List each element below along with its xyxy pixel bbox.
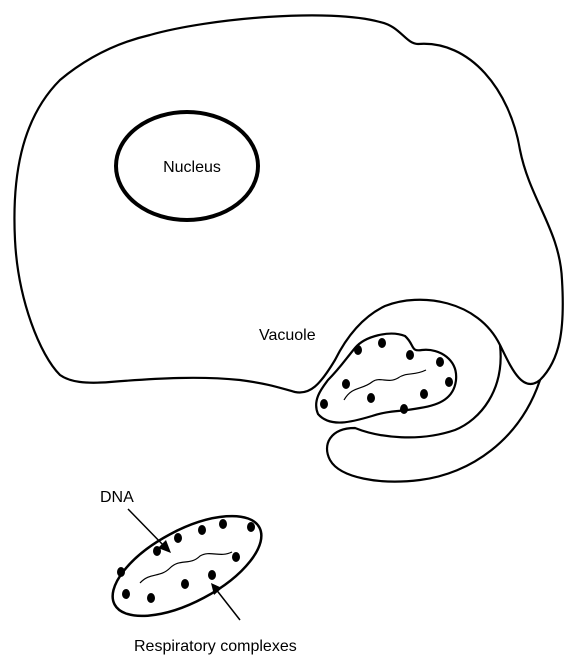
respiratory-complexes (117, 519, 255, 603)
engulfed-complex-dot (320, 399, 328, 409)
engulfed-complex-dot (445, 377, 453, 387)
engulfed-complex-dot (378, 338, 386, 348)
mitochondrion (98, 496, 277, 637)
engulfed-complex-dot (342, 379, 350, 389)
respiratory-complex-dot (122, 589, 130, 599)
engulfed-complex-dot (406, 350, 414, 360)
engulfed-dna (344, 370, 426, 400)
respiratory-complex-dot (232, 552, 240, 562)
vacuole-label: Vacuole (259, 327, 316, 344)
nucleus-label: Nucleus (163, 159, 221, 176)
respiratory-arrow (215, 588, 240, 620)
engulfed-complex-dot (436, 357, 444, 367)
respiratory-complex-dot (247, 522, 255, 532)
engulfed-complex-dot (354, 345, 362, 355)
respiratory-complex-dot (181, 579, 189, 589)
respiratory-complex-dot (219, 519, 227, 529)
engulfed-complex-dot (400, 404, 408, 414)
engulfed-complex-dot (420, 389, 428, 399)
engulfed-complex-dot (367, 393, 375, 403)
respiratory-label: Respiratory complexes (134, 638, 297, 655)
mitochondrion-dna (140, 552, 232, 583)
respiratory-complex-dot (117, 567, 125, 577)
respiratory-complex-dot (147, 593, 155, 603)
respiratory-complex-dot (208, 570, 216, 580)
vacuole-membrane (327, 345, 540, 482)
dna-label: DNA (100, 489, 134, 506)
respiratory-complex-dot (174, 533, 182, 543)
engulfed-organelle (316, 334, 456, 423)
respiratory-complex-dot (198, 525, 206, 535)
dna-arrow (128, 509, 166, 548)
